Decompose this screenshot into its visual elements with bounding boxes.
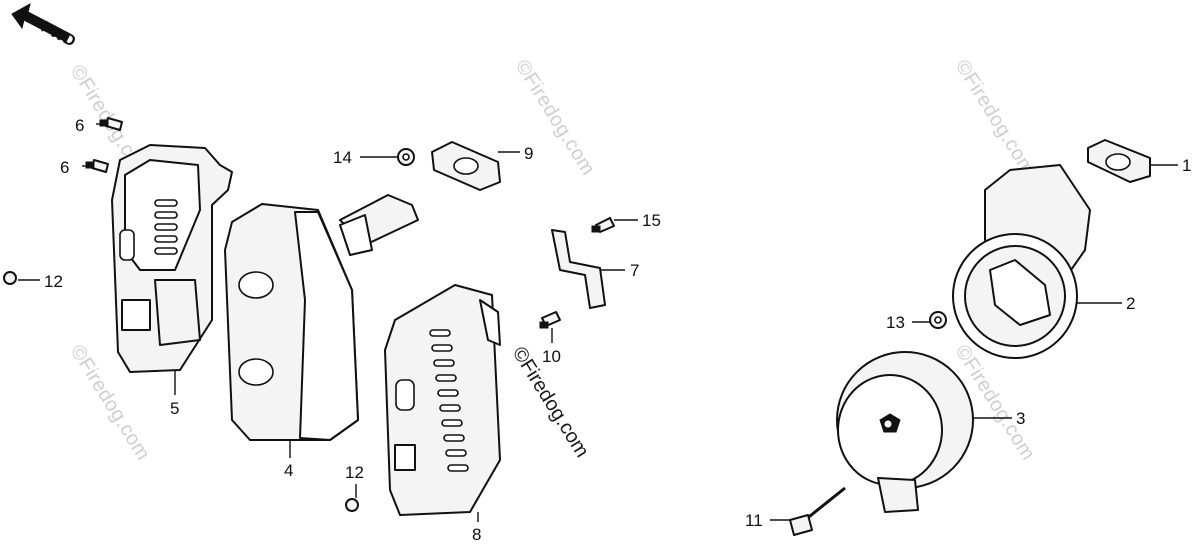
callout-4: 4 [284, 461, 293, 480]
callout-13: 13 [886, 313, 905, 332]
callout-14: 14 [333, 148, 352, 167]
callout-12a: 12 [44, 272, 63, 291]
watermark-3: ©Firedog.com [951, 56, 1040, 180]
callout-6a: 6 [75, 116, 84, 135]
gasket-part-9[interactable] [431, 141, 501, 191]
callout-15: 15 [642, 211, 661, 230]
bolt-part-15[interactable] [591, 217, 615, 233]
callout-2: 2 [1126, 294, 1135, 313]
gasket-part-1[interactable] [1087, 139, 1151, 183]
screw-part-12b[interactable] [345, 498, 359, 512]
callout-1: 1 [1182, 156, 1191, 175]
bracket-part-7[interactable] [551, 229, 606, 309]
nut-part-13[interactable] [929, 311, 947, 329]
bolt-part-10[interactable] [539, 311, 561, 329]
muffler-protector-part-5[interactable] [111, 144, 233, 373]
callout-12b: 12 [345, 463, 364, 482]
muffler-cover-part-8[interactable] [384, 284, 501, 516]
leader-lines [18, 123, 1178, 522]
callout-3: 3 [1016, 409, 1025, 428]
callout-8: 8 [472, 525, 481, 544]
callout-6b: 6 [60, 158, 69, 177]
fwd-arrow-icon [11, 3, 71, 43]
callout-5: 5 [170, 399, 179, 418]
air-cleaner-cover-part-3[interactable] [836, 351, 974, 513]
callout-11: 11 [745, 511, 763, 530]
callout-9: 9 [524, 144, 533, 163]
fwd-label: FWD [38, 19, 78, 51]
nut-part-14[interactable] [397, 148, 415, 166]
air-cleaner-case-part-2[interactable] [952, 164, 1091, 359]
screw-part-12a[interactable] [3, 271, 17, 285]
callout-10: 10 [542, 347, 561, 366]
wing-bolt-part-11[interactable] [789, 486, 846, 536]
muffler-part-4[interactable] [224, 194, 419, 441]
callout-7: 7 [630, 261, 639, 280]
